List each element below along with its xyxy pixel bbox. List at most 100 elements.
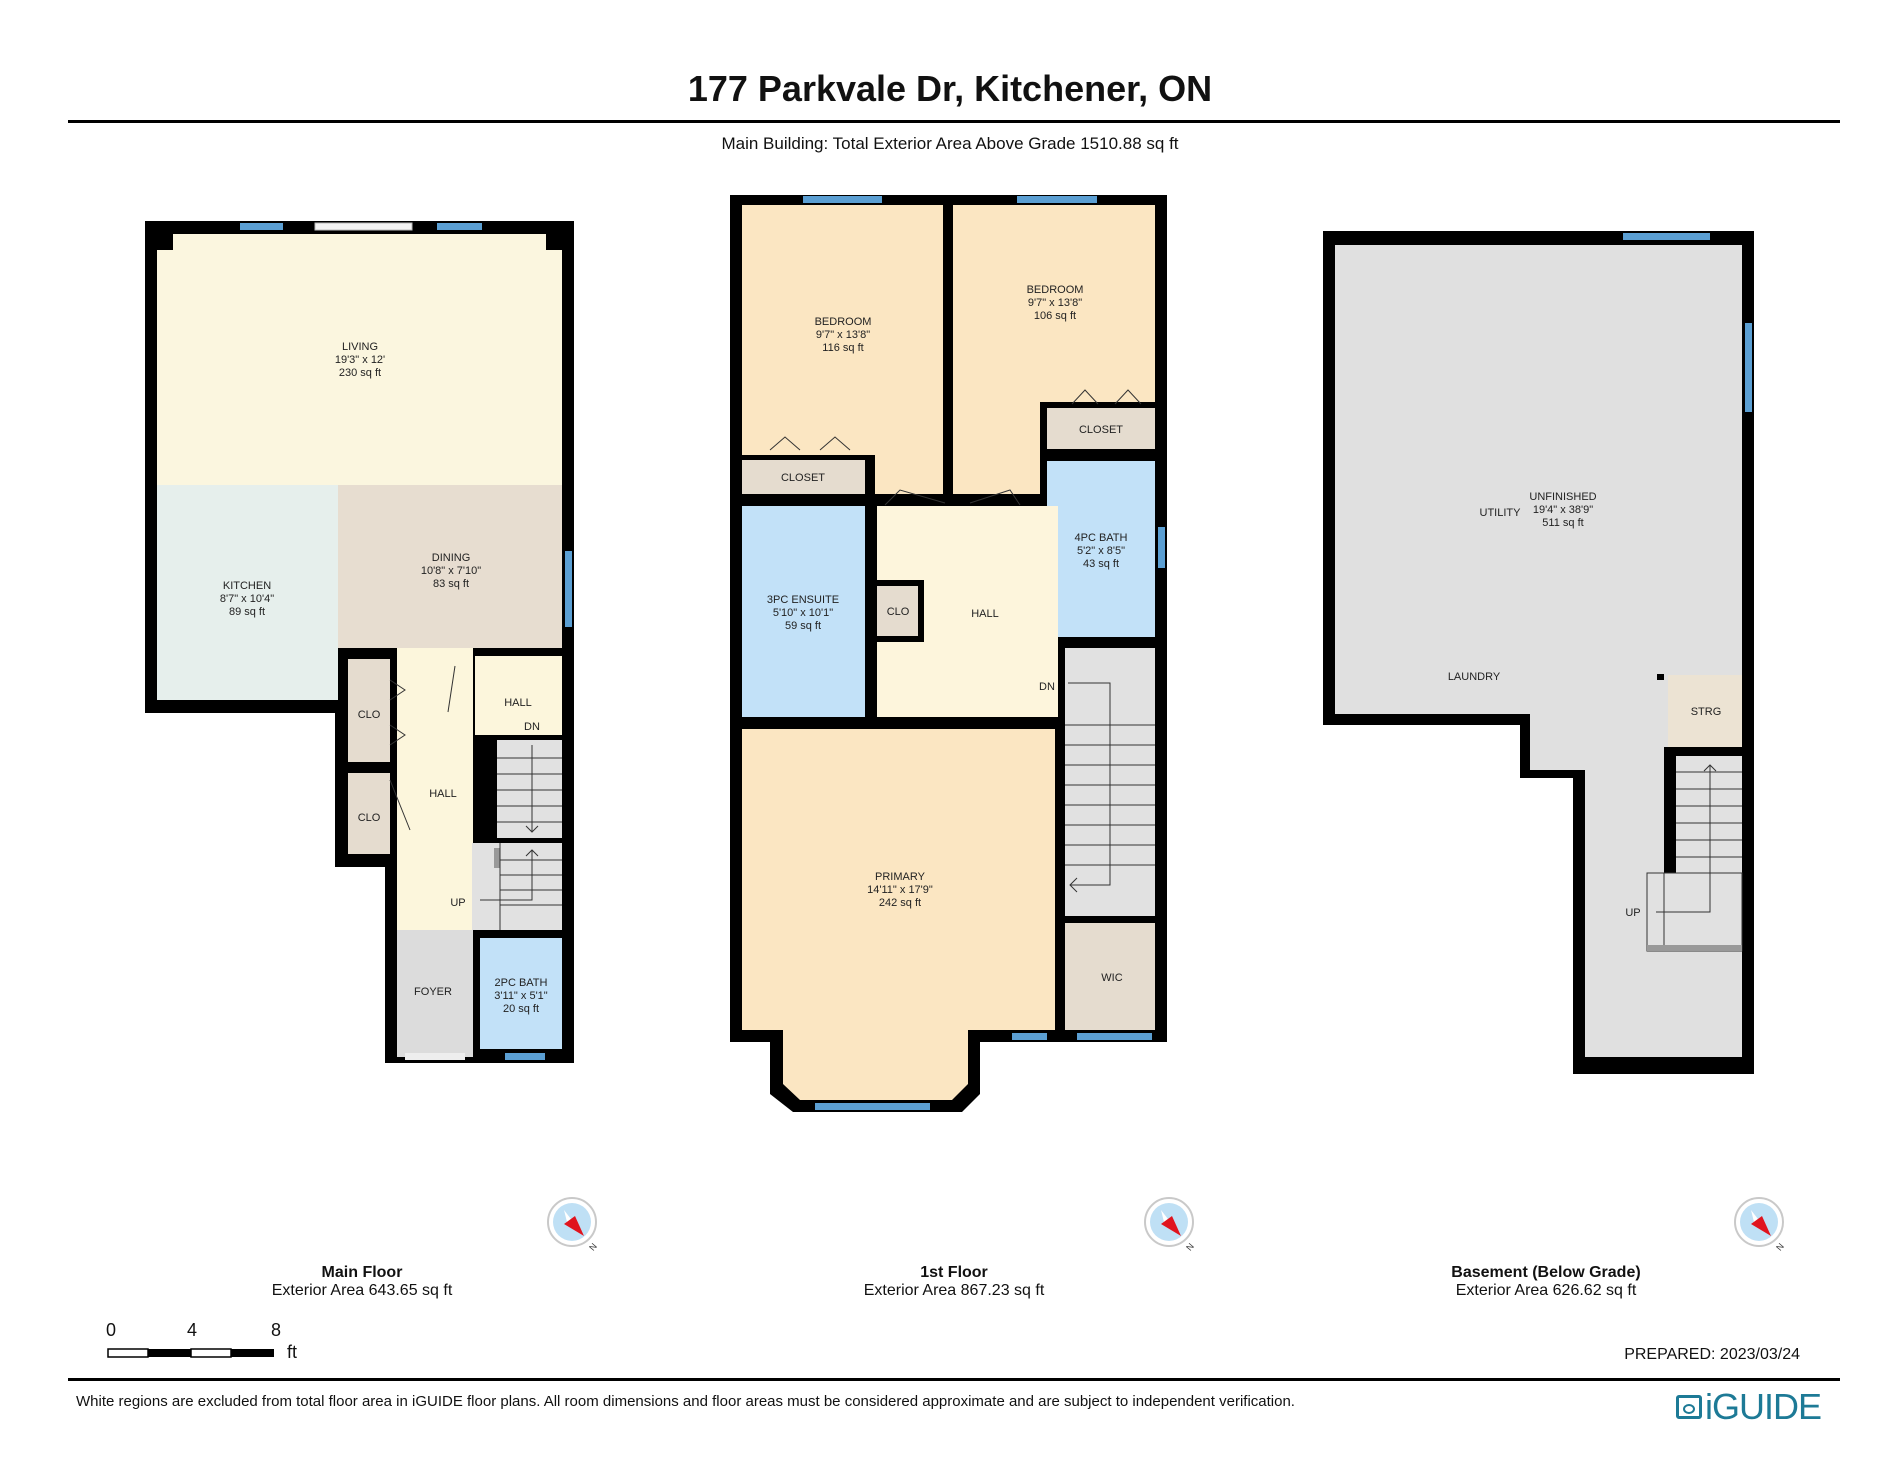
door-swings bbox=[389, 665, 456, 831]
room-closet bbox=[877, 586, 918, 636]
room-label: CLO bbox=[887, 606, 910, 618]
room-label: DINING bbox=[432, 552, 471, 564]
iguide-logo-icon bbox=[1676, 1395, 1702, 1419]
door-swings bbox=[769, 389, 1142, 506]
window bbox=[1017, 196, 1097, 203]
stair-label: UP bbox=[1625, 907, 1640, 919]
room-dims: 5'10" x 10'1" bbox=[773, 607, 833, 619]
room-closet bbox=[742, 460, 865, 494]
room-area: 83 sq ft bbox=[433, 578, 469, 590]
patio-door bbox=[314, 222, 413, 231]
scale-tick-8: 8 bbox=[271, 1320, 282, 1340]
room-label: HALL bbox=[971, 608, 999, 620]
window bbox=[437, 223, 482, 230]
page-title: 177 Parkvale Dr, Kitchener, ON bbox=[687, 68, 1213, 109]
stairs-up bbox=[1646, 756, 1743, 952]
room-hall-2 bbox=[475, 656, 562, 735]
post bbox=[1657, 674, 1664, 680]
room-label: CLOSET bbox=[781, 472, 825, 484]
room-foyer bbox=[397, 930, 473, 1057]
room-primary bbox=[742, 729, 1055, 1030]
room-dims: 9'7" x 13'8" bbox=[1028, 297, 1082, 309]
room-dining bbox=[338, 485, 562, 648]
stair-wall bbox=[1664, 747, 1742, 756]
stairs-down bbox=[497, 740, 562, 838]
window bbox=[1077, 1033, 1152, 1040]
stair-label: DN bbox=[524, 721, 540, 733]
stair-label: UP bbox=[450, 897, 465, 909]
room-label: KITCHEN bbox=[223, 580, 271, 592]
stair-label: DN bbox=[1039, 681, 1055, 693]
scale-unit: ft bbox=[287, 1342, 298, 1362]
room-label: STRG bbox=[1691, 706, 1722, 718]
floor-area: Exterior Area 626.62 sq ft bbox=[1455, 1282, 1637, 1299]
title-divider bbox=[68, 120, 1840, 123]
room-label: LAUNDRY bbox=[1448, 671, 1501, 683]
pilaster bbox=[546, 234, 562, 250]
room-label: 2PC BATH bbox=[495, 977, 548, 989]
compass-north-label: N bbox=[1774, 1241, 1786, 1252]
floor-name: 1st Floor bbox=[920, 1264, 988, 1281]
room-dims: 3'11" x 5'1" bbox=[494, 990, 547, 1002]
room-label: FOYER bbox=[414, 986, 452, 998]
logo-text: iGUIDE bbox=[1705, 1386, 1822, 1427]
window bbox=[505, 1053, 545, 1060]
entry-door bbox=[405, 1053, 465, 1060]
room-label: CLO bbox=[358, 709, 381, 721]
stairs-up bbox=[472, 843, 562, 930]
footer-divider bbox=[68, 1378, 1840, 1381]
window bbox=[815, 1103, 930, 1110]
room-wic bbox=[1065, 923, 1155, 1030]
prepared-date: PREPARED: 2023/03/24 bbox=[1624, 1346, 1800, 1363]
room-label: LIVING bbox=[342, 341, 378, 353]
pilaster bbox=[157, 234, 173, 250]
room-dims: 9'7" x 13'8" bbox=[816, 329, 870, 341]
room-area: 116 sq ft bbox=[822, 342, 863, 354]
room-area: 43 sq ft bbox=[1083, 558, 1119, 570]
first-floor-plan: BEDROOM 9'7" x 13'8" 116 sq ft BEDROOM 9… bbox=[730, 195, 1167, 1112]
iguide-logo: iGUIDE bbox=[1676, 1386, 1822, 1428]
window bbox=[1623, 233, 1710, 240]
scale-tick-4: 4 bbox=[187, 1320, 198, 1340]
room-hall bbox=[397, 648, 473, 930]
room-dims: 8'7" x 10'4" bbox=[220, 593, 274, 605]
room-label: CLOSET bbox=[1079, 424, 1123, 436]
room-storage bbox=[1668, 675, 1742, 747]
floor-area: Exterior Area 867.23 sq ft bbox=[863, 1282, 1045, 1299]
total-area-subtitle: Main Building: Total Exterior Area Above… bbox=[721, 134, 1179, 153]
room-area: 242 sq ft bbox=[879, 897, 921, 909]
room-unfinished bbox=[1335, 245, 1742, 1057]
first-floor-caption: 1st Floor Exterior Area 867.23 sq ft bbox=[754, 1264, 1154, 1300]
stairs-down bbox=[1065, 648, 1155, 916]
room-dims: 10'8" x 7'10" bbox=[421, 565, 481, 577]
room-hall bbox=[1040, 506, 1058, 646]
room-label: BEDROOM bbox=[1027, 284, 1084, 296]
room-2pc-bath bbox=[480, 938, 562, 1049]
compass-north-label: N bbox=[587, 1241, 599, 1252]
main-floor-caption: Main Floor Exterior Area 643.65 sq ft bbox=[162, 1264, 562, 1300]
room-area: 230 sq ft bbox=[339, 367, 381, 379]
room-living bbox=[157, 234, 562, 485]
room-bedroom-2 bbox=[953, 205, 1155, 402]
room-3pc-ensuite bbox=[742, 506, 865, 717]
room-closet bbox=[1047, 408, 1155, 449]
compass-icon: N bbox=[1144, 1197, 1196, 1253]
disclaimer: White regions are excluded from total fl… bbox=[76, 1393, 1295, 1410]
room-label: UNFINISHED bbox=[1529, 491, 1596, 503]
room-label: PRIMARY bbox=[875, 871, 926, 883]
window bbox=[1745, 323, 1752, 412]
room-bedroom-2 bbox=[953, 400, 1040, 494]
room-label: CLO bbox=[358, 812, 381, 824]
room-dims: 19'4" x 38'9" bbox=[1533, 504, 1593, 516]
basement-plan: UNFINISHED 19'4" x 38'9" 511 sq ft UTILI… bbox=[1323, 231, 1754, 1074]
floor-area: Exterior Area 643.65 sq ft bbox=[271, 1282, 453, 1299]
window bbox=[1158, 527, 1165, 568]
scale-tick-0: 0 bbox=[106, 1320, 117, 1340]
room-area: 511 sq ft bbox=[1542, 517, 1583, 529]
room-bedroom-1 bbox=[742, 205, 943, 455]
window bbox=[240, 223, 283, 230]
basement-caption: Basement (Below Grade) Exterior Area 626… bbox=[1346, 1264, 1746, 1300]
compass-icon: N bbox=[547, 1197, 599, 1253]
